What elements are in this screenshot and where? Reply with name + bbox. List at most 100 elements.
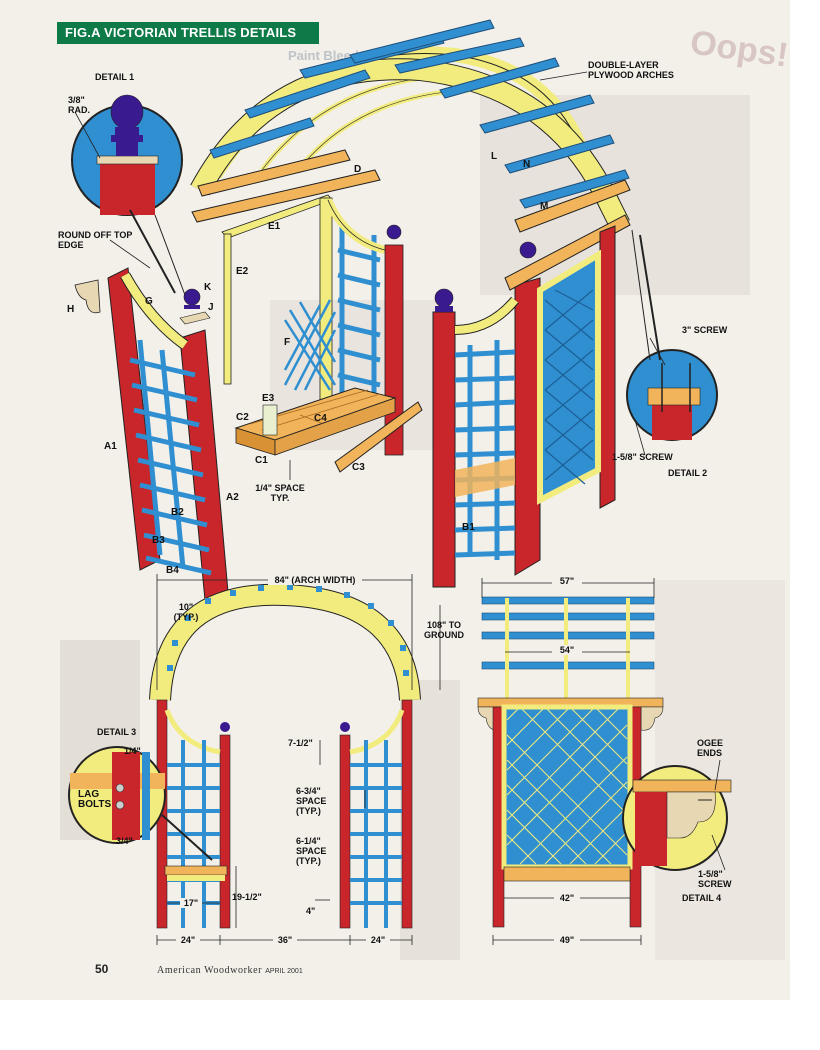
dim-57: 57" — [552, 576, 582, 586]
dim-36: 36" — [273, 935, 297, 945]
side-lattice-lines — [506, 706, 628, 865]
bracket-h — [74, 279, 101, 314]
part-n: N — [523, 159, 531, 170]
label-round-off: ROUND OFF TOP EDGE — [58, 230, 133, 250]
part-h: H — [67, 304, 75, 315]
arch-base-right — [514, 179, 631, 233]
page-margin — [790, 0, 820, 1050]
detail-2 — [626, 229, 718, 441]
arch-base-left — [197, 149, 351, 197]
left-grid — [129, 339, 212, 576]
part-m: M — [540, 201, 549, 212]
right-side-panel — [432, 214, 631, 588]
detail-3 — [68, 746, 213, 861]
label-three-quarter: 3/4" — [116, 836, 133, 846]
arch-assembly — [190, 19, 631, 233]
part-b4: B4 — [166, 565, 179, 576]
lattice-f — [283, 299, 337, 391]
bench-section — [221, 194, 423, 473]
dim-6-25: 6-1/4" SPACE (TYP.) — [296, 836, 327, 866]
dim-10-typ: 10" (TYP.) — [173, 602, 199, 622]
label-ogee-ends: OGEE ENDS — [697, 738, 724, 758]
dim-7-5: 7-1/2" — [288, 738, 313, 748]
label-screw-d4: 1-5/8" SCREW — [698, 869, 732, 889]
front-dims — [156, 574, 441, 945]
part-e1: E1 — [268, 221, 281, 232]
label-detail-2: DETAIL 2 — [668, 468, 708, 478]
dim-49: 49" — [554, 935, 580, 945]
finial-detail — [110, 94, 144, 130]
detail-1 — [71, 94, 186, 296]
label-screw-3: 3" SCREW — [682, 325, 728, 335]
part-b2: B2 — [171, 507, 184, 518]
roof-slats — [209, 19, 630, 209]
part-l: L — [491, 151, 498, 162]
magazine-footer: American Woodworker APRIL 2001 — [157, 965, 303, 976]
part-g: G — [145, 296, 153, 307]
finial-b1 — [434, 288, 454, 308]
right-lattice-frame — [537, 249, 601, 505]
arch-g-left — [121, 272, 188, 349]
block-j — [179, 311, 211, 325]
leaders — [109, 71, 726, 871]
magazine-name: American Woodworker — [157, 965, 263, 976]
dim-24-left: 24" — [176, 935, 200, 945]
detail-4 — [622, 765, 732, 871]
post-b1-front — [432, 311, 456, 588]
back-grid — [337, 220, 381, 410]
part-c1: C1 — [255, 455, 268, 466]
part-f: F — [284, 337, 291, 348]
front-elevation — [149, 574, 441, 945]
part-b1: B1 — [462, 522, 475, 533]
part-d: D — [354, 164, 362, 175]
post-right-mid — [514, 277, 541, 576]
cap-rail — [504, 214, 631, 291]
plank-d — [191, 169, 381, 223]
dim-24-right: 24" — [366, 935, 390, 945]
front-right-grid — [350, 740, 402, 928]
dim-19-5: 19-1/2" — [232, 892, 262, 902]
finial-right — [519, 241, 537, 259]
label-space-14: 1/4" SPACE TYP. — [255, 483, 305, 503]
slat-ends — [167, 584, 409, 676]
part-c3: C3 — [352, 462, 365, 473]
board-c3 — [334, 401, 423, 473]
figure-title: FIG.A VICTORIAN TRELLIS DETAILS — [57, 22, 319, 44]
finial-back — [386, 224, 402, 240]
dim-4: 4" — [306, 906, 316, 916]
label-arches: DOUBLE-LAYER PLYWOOD ARCHES — [588, 60, 674, 80]
label-rad: 3/8" RAD. — [68, 95, 90, 115]
part-a1: A1 — [104, 441, 117, 452]
post-a2 — [179, 329, 229, 601]
right-lattice — [544, 289, 594, 485]
dim-17: 17" — [180, 898, 202, 908]
part-b3: B3 — [152, 535, 165, 546]
issue-date: APRIL 2001 — [265, 968, 303, 975]
arch-g-right — [454, 297, 519, 334]
frame-e2 — [223, 233, 232, 385]
part-j: J — [208, 302, 214, 313]
dim-42: 42" — [554, 893, 580, 903]
dim-54: 54" — [552, 645, 582, 655]
part-k: K — [204, 282, 212, 293]
part-a2: A2 — [226, 492, 239, 503]
side-elevation — [477, 578, 664, 945]
seat-elev — [164, 865, 228, 876]
part-c4: C4 — [314, 413, 327, 424]
dim-arch-width: 84" (ARCH WIDTH) — [268, 575, 362, 585]
label-lag-bolts: LAG BOLTS — [78, 789, 112, 810]
label-detail-1: DETAIL 1 — [95, 72, 135, 82]
part-e2: E2 — [236, 266, 249, 277]
finial-k — [183, 288, 201, 306]
part-c2: C2 — [236, 412, 249, 423]
part-e3: E3 — [262, 393, 275, 404]
dim-6-75: 6-3/4" SPACE (TYP.) — [296, 786, 327, 816]
label-screw-d2: 1-5/8" SCREW — [612, 452, 673, 462]
page-number: 50 — [95, 962, 109, 976]
left-side-panel — [74, 267, 229, 601]
label-quarter: 1/4" — [124, 746, 141, 756]
label-detail-4: DETAIL 4 — [682, 893, 722, 903]
label-detail-3: DETAIL 3 — [97, 727, 137, 737]
support-c2 — [262, 404, 278, 436]
